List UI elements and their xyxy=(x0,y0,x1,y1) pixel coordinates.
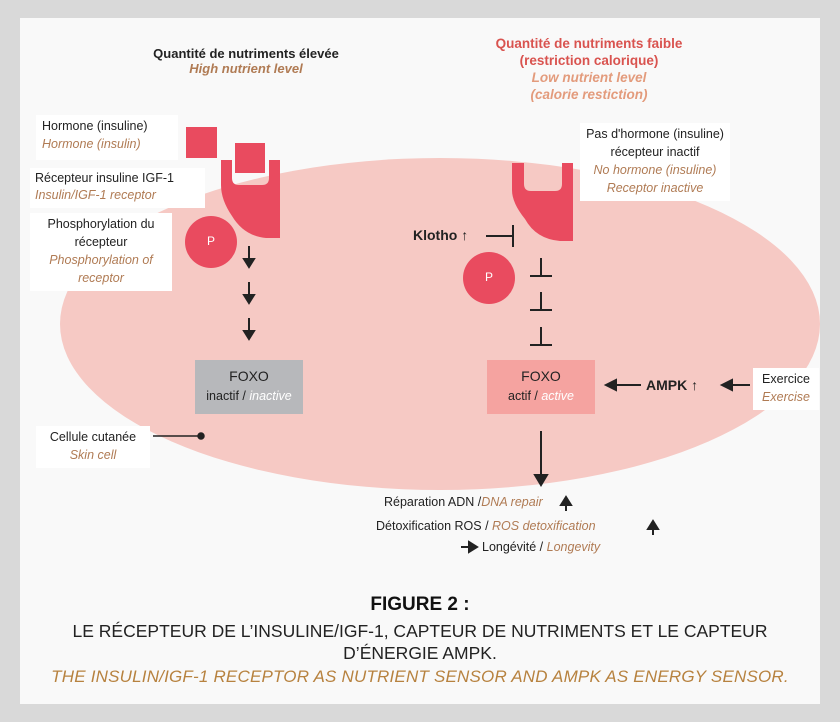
output-ros-fr: Détoxification ROS / xyxy=(376,519,493,533)
ampk-label: AMPK ↑ xyxy=(646,377,698,393)
ampk-text: AMPK xyxy=(646,377,688,393)
right-phospho-circle xyxy=(463,252,515,304)
left-title-fr: Quantité de nutriments élevée xyxy=(153,46,339,61)
klotho-inhibition xyxy=(486,225,514,247)
left-receptor xyxy=(221,160,280,238)
arrow-up-icon: ↑ xyxy=(457,227,469,243)
phosphorylation-label: Phosphorylation du récepteur Phosphoryla… xyxy=(30,213,172,291)
right-title-fr-2: (restriction calorique) xyxy=(519,53,659,68)
caption-english: THE INSULIN/IGF-1 RECEPTOR AS NUTRIENT S… xyxy=(51,667,789,686)
right-p-label: P xyxy=(484,270,493,284)
foxo-active-state-en: active xyxy=(541,389,574,403)
hormone-square xyxy=(186,127,217,158)
phos-label-en-1: Phosphorylation of xyxy=(49,253,153,267)
receptor-label-en: Insulin/IGF-1 receptor xyxy=(35,188,156,202)
skin-cell-en: Skin cell xyxy=(69,448,117,462)
left-phospho-circle xyxy=(185,216,237,268)
output-ros-en: ROS detoxification xyxy=(492,519,596,533)
foxo-inactive-text: FOXO inactif / inactive xyxy=(195,366,303,406)
no-hormone-en-1: No hormone (insuline) xyxy=(593,163,717,177)
caption-french: LE RÉCEPTEUR DE L’INSULINE/IGF-1, CAPTEU… xyxy=(20,620,820,664)
exercise-fr: Exercice xyxy=(762,372,810,386)
foxo-active-box xyxy=(487,360,595,414)
hormone-label: Hormone (insuline) Hormone (insulin) xyxy=(36,115,178,160)
foxo-inactive-state-fr: inactif / xyxy=(206,389,250,403)
phos-label-en-2: receptor xyxy=(78,271,124,285)
ampk-arrows xyxy=(603,378,750,392)
longevity-arrow xyxy=(461,540,479,554)
skin-cell-pointer xyxy=(153,432,205,440)
arrow-up-icon: ↑ xyxy=(687,377,699,393)
hormone-label-en: Hormone (insulin) xyxy=(42,137,141,151)
left-title-en: High nutrient level xyxy=(189,61,303,76)
klotho-label: Klotho ↑ xyxy=(413,227,468,243)
right-inhibition-symbols xyxy=(530,258,552,346)
skin-cell-fr: Cellule cutanée xyxy=(49,430,137,444)
receptor-label-fr: Récepteur insuline IGF-1 xyxy=(35,171,174,185)
left-cascade-arrows xyxy=(242,246,256,341)
exercise-en: Exercise xyxy=(762,390,810,404)
receptor-label: Récepteur insuline IGF-1 Insulin/IGF-1 r… xyxy=(30,168,205,208)
right-receptor xyxy=(512,163,573,241)
caption-line-2: D’ÉNERGIE AMPK. xyxy=(343,643,497,663)
phos-label-fr-1: Phosphorylation du xyxy=(47,217,155,231)
right-title: Quantité de nutriments faible (restricti… xyxy=(459,35,719,103)
left-p-label: P xyxy=(206,234,215,248)
output-longevity-en: Longevity xyxy=(546,540,601,554)
foxo-output-arrow xyxy=(533,431,549,487)
foxo-inactive-state-en: inactive xyxy=(249,389,292,403)
right-title-fr-1: Quantité de nutriments faible xyxy=(495,36,683,51)
foxo-active-title: FOXO xyxy=(521,368,561,384)
output-dna-repair: Réparation ADN /DNA repair xyxy=(384,495,543,509)
output-ros-detox: Détoxification ROS / ROS detoxification xyxy=(376,519,596,533)
output-dna-en: DNA repair xyxy=(481,495,543,509)
right-title-en-2: (calorie restiction) xyxy=(530,87,648,102)
hormone-bound-square xyxy=(235,143,265,173)
foxo-active-state-fr: actif / xyxy=(508,389,542,403)
output-dna-fr: Réparation ADN / xyxy=(384,495,482,509)
exercise-label: Exercice Exercise xyxy=(753,368,819,410)
caption-line-1: LE RÉCEPTEUR DE L’INSULINE/IGF-1, CAPTEU… xyxy=(72,621,768,641)
output-longevity: Longévité / Longevity xyxy=(482,540,600,554)
no-hormone-fr-1: Pas d'hormone (insuline) xyxy=(586,127,724,141)
no-hormone-en-2: Receptor inactive xyxy=(606,181,704,195)
no-hormone-fr-2: récepteur inactif xyxy=(610,145,700,159)
figure-number: FIGURE 2 : xyxy=(370,594,470,615)
no-hormone-label: Pas d'hormone (insuline) récepteur inact… xyxy=(580,123,730,201)
output-longevity-fr: Longévité / xyxy=(482,540,547,554)
phos-label-fr-2: récepteur xyxy=(74,235,128,249)
left-title: Quantité de nutriments élevée High nutri… xyxy=(120,46,372,76)
hormone-label-fr: Hormone (insuline) xyxy=(42,119,148,133)
foxo-inactive-title: FOXO xyxy=(229,368,269,384)
klotho-text: Klotho xyxy=(413,227,458,243)
foxo-inactive-box xyxy=(195,360,303,414)
output-up-arrows xyxy=(559,495,660,535)
right-title-en-1: Low nutrient level xyxy=(531,70,647,85)
foxo-active-text: FOXO actif / active xyxy=(487,366,595,406)
skin-cell-label: Cellule cutanée Skin cell xyxy=(36,426,150,468)
